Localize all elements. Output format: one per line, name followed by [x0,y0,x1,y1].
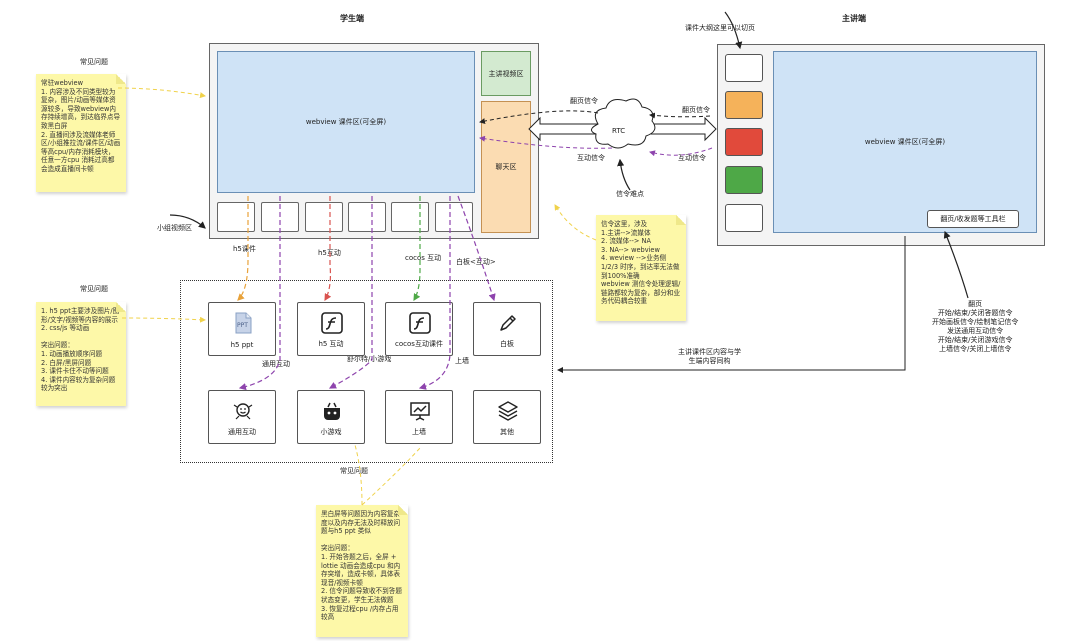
card-general-interact[interactable]: 通用互动 [208,390,276,444]
student-title: 学生端 [340,14,364,23]
outline-button-2[interactable] [725,91,763,119]
interact-signal-right: 互动信令 [678,154,706,162]
outline-button-4[interactable] [725,166,763,194]
outline-button-5[interactable] [725,204,763,232]
teacher-signal-list: 翻页 开始/结束/关闭答题信令 开始画板信令/绘制笔记信令 发送通用互动信令 开… [932,300,1019,353]
page-signal-left: 翻页信令 [570,97,598,105]
card-h5-ppt-label: h5 ppt [230,341,254,349]
card-whiteboard[interactable]: 白板 [473,302,541,356]
card-whiteboard-label: 白板 [500,340,514,348]
card-wall[interactable]: 上墙 [385,390,453,444]
layers-icon [498,401,518,421]
rtc-label: RTC [612,127,625,135]
signal-difficulty-label: 信令难点 [616,190,644,198]
module-container [180,280,553,463]
outline-button-3[interactable] [725,128,763,156]
card-h5-ppt[interactable]: PPT h5 ppt [208,302,276,356]
presentation-icon [410,402,430,421]
card-other-label: 其他 [500,428,514,436]
sticky-note-cocos: 黑白屏等问题因为内容复杂度以及内存无法及时释放问题与h5 ppt 类似 突出问题… [316,505,408,637]
teacher-video-area[interactable]: 主讲视频区 [481,51,531,96]
card-mini-game-label: 小游戏 [320,428,342,436]
card-cocos[interactable]: cocos互动课件 [385,302,453,356]
card-mini-game[interactable]: 小游戏 [297,390,365,444]
group-video-tile[interactable] [391,202,429,232]
interaction-icon [233,403,253,420]
teacher-toolbar-label: 翻页/收发题等工具栏 [940,215,1006,223]
link-label-cocos: cocos 互动 [405,254,442,262]
link-label-wall: 上墙 [455,357,469,365]
sticky-note-webview: 常驻webview 1. 内容涉及不同类型较为复杂，图片/动画等媒体资源较多，导… [36,74,126,192]
group-video-label: 小组视频区 [157,224,192,232]
card-h5-interact[interactable]: h5 互动 [297,302,365,356]
student-courseware[interactable]: webview 课件区(可全屏) [217,51,475,193]
card-wall-label: 上墙 [412,428,426,436]
interact-signal-left: 互动信令 [577,154,605,162]
teacher-courseware-label: webview 课件区(可全屏) [864,138,946,146]
link-label-general: 通用互动 [262,360,290,368]
link-label-game: 舒尔特/小游戏 [347,355,392,363]
outline-button-1[interactable] [725,54,763,82]
link-label-h5-courseware: h5课件 [233,245,256,253]
pencil-icon [500,315,516,331]
teacher-courseware[interactable]: webview 课件区(可全屏) [773,51,1037,233]
flash-icon [409,312,431,334]
sticky-note-signal: 信令这里，涉及 1.主讲-->流媒体 2. 流媒体--> NA 3. NA-->… [596,215,686,321]
teacher-video-label: 主讲视频区 [488,69,524,78]
svg-text:PPT: PPT [237,322,248,329]
flash-icon [321,312,343,334]
faq-label-1: 常见问题 [80,58,108,66]
group-video-tile[interactable] [217,202,255,232]
teacher-title: 主讲端 [842,14,866,23]
card-other[interactable]: 其他 [473,390,541,444]
outline-note: 课件大纲这里可以切页 [685,24,755,32]
teacher-toolbar[interactable]: 翻页/收发题等工具栏 [927,210,1019,228]
page-signal-right: 翻页信令 [682,106,710,114]
card-general-interact-label: 通用互动 [228,428,256,436]
faq-label-2: 常见问题 [80,285,108,293]
sync-note: 主讲课件区内容与学 生端内容同构 [678,348,741,365]
chat-label: 聊天区 [495,163,517,171]
card-h5-interact-label: h5 互动 [318,340,344,348]
group-video-tile[interactable] [348,202,386,232]
link-label-whiteboard: 白板<互动> [456,258,496,266]
faq-label-3: 常见问题 [340,467,368,475]
group-video-tile[interactable] [435,202,473,232]
chat-area[interactable]: 聊天区 [481,101,531,233]
group-video-tile[interactable] [305,202,343,232]
game-icon [324,402,340,420]
ppt-icon: PPT [235,312,252,334]
student-courseware-label: webview 课件区(可全屏) [305,118,387,126]
sticky-note-h5: 1. h5 ppt主要涉及图片/图形/文字/视频等内容的展示 2. css/js… [36,302,126,406]
card-cocos-label: cocos互动课件 [395,340,443,348]
